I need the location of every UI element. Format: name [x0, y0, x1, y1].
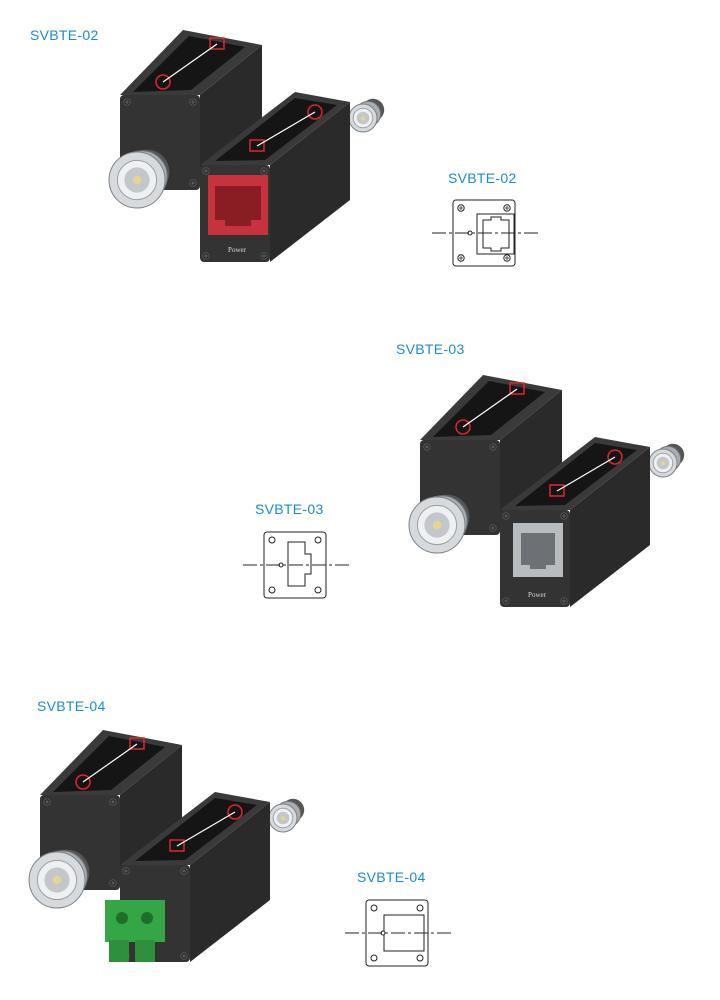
screw-icon — [457, 204, 465, 212]
screw-icon — [109, 879, 117, 887]
top-label-strip — [135, 798, 257, 861]
bnc-connector — [28, 849, 90, 909]
screw-icon — [423, 443, 431, 451]
front-view-diagram-svbte-02 — [430, 198, 540, 275]
screw-icon — [502, 512, 510, 520]
bnc-connector — [108, 149, 170, 209]
bnc-connector — [268, 798, 305, 833]
rj45-port — [208, 175, 268, 235]
front-view-drawing — [345, 899, 451, 967]
bnc-connector — [348, 98, 385, 133]
rj11-port — [513, 523, 563, 577]
top-label-strip — [215, 98, 337, 161]
bnc-connector — [648, 443, 685, 478]
product-label-svbte-02: SVBTE-02 — [30, 27, 99, 43]
screw-icon — [202, 252, 210, 260]
diagram-label-svbte-04: SVBTE-04 — [357, 869, 426, 885]
front-view-diagram-svbte-03 — [241, 530, 351, 607]
terminal-block — [105, 900, 165, 962]
diagram-label-svbte-03: SVBTE-03 — [255, 501, 324, 517]
top-label-strip — [133, 36, 245, 92]
screw-icon — [502, 597, 510, 605]
screw-icon — [260, 252, 268, 260]
screw-icon — [489, 524, 497, 532]
front-view-drawing — [243, 531, 349, 599]
rear-unit — [408, 375, 562, 554]
screw-icon — [260, 167, 268, 175]
product-label-svbte-03: SVBTE-03 — [396, 341, 465, 357]
rear-unit — [28, 730, 182, 909]
front-unit: Power — [500, 437, 685, 607]
top-label-strip — [433, 381, 545, 437]
screw-icon — [202, 167, 210, 175]
screw-icon — [189, 98, 197, 106]
diagram-label-svbte-02: SVBTE-02 — [448, 170, 517, 186]
product-photo-svbte-04 — [25, 730, 315, 970]
top-label-strip — [515, 443, 637, 506]
screw-icon — [560, 597, 568, 605]
product-label-svbte-04: SVBTE-04 — [37, 698, 106, 714]
screw-icon — [503, 204, 511, 212]
bnc-connector — [408, 494, 470, 554]
port-label: Power — [228, 246, 247, 254]
screw-icon — [180, 952, 188, 960]
front-view-drawing — [432, 199, 538, 267]
screw-icon — [43, 798, 51, 806]
balun-pair-illustration — [28, 730, 305, 962]
screw-icon — [109, 798, 117, 806]
screw-icon — [503, 254, 511, 262]
product-photo-svbte-02: Power — [105, 30, 395, 270]
top-label-strip — [53, 736, 165, 792]
screw-icon — [189, 179, 197, 187]
screw-icon — [123, 98, 131, 106]
port-label: Power — [528, 591, 547, 599]
screw-icon — [489, 443, 497, 451]
front-unit — [105, 792, 305, 962]
screw-icon — [457, 254, 465, 262]
balun-pair-illustration: Power — [108, 30, 385, 262]
product-photo-svbte-03: Power — [405, 375, 695, 615]
front-view-diagram-svbte-04 — [343, 898, 453, 975]
screw-icon — [122, 867, 130, 875]
screw-icon — [180, 867, 188, 875]
balun-pair-illustration: Power — [408, 375, 685, 607]
front-unit: Power — [200, 92, 385, 262]
screw-icon — [560, 512, 568, 520]
